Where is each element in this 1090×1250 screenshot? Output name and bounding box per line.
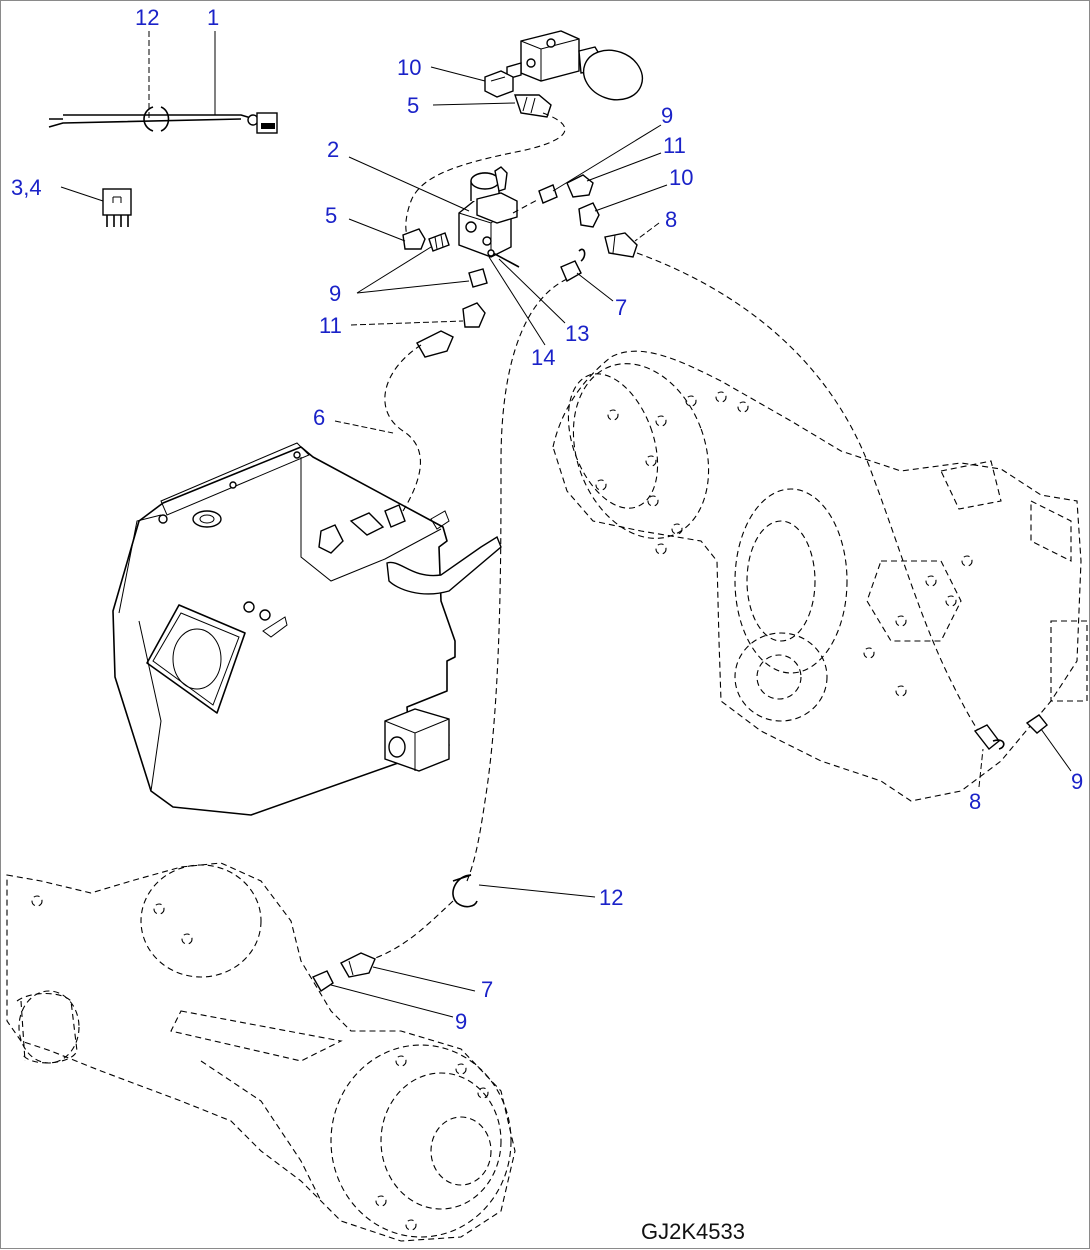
front-axle-fitting: [312, 970, 334, 992]
fitting-under-valve: [462, 268, 488, 328]
elbow-fitting-top: [484, 70, 514, 98]
callout-7-bottom: 7: [481, 977, 493, 1002]
elbow-11-right: [566, 174, 594, 198]
callout-9-bottom: 9: [455, 1009, 467, 1034]
callout-1: 1: [207, 5, 219, 30]
accumulator-assembly: [506, 30, 644, 101]
front-hose-end: [340, 952, 376, 978]
callout-labels: 1 12 3,4 10 5 2 5 9 11 10 8 9 11 7 13 14…: [11, 5, 1083, 1034]
callout-12-bottom: 12: [599, 885, 623, 910]
callout-10-right: 10: [669, 165, 693, 190]
drawing-number: GJ2K4533: [641, 1219, 745, 1244]
hose-fitting-top: [514, 94, 552, 118]
front-axle: [6, 862, 516, 1242]
callout-6: 6: [313, 405, 325, 430]
hose-clamp-bottom: [452, 874, 478, 908]
hose-end-left: [416, 330, 454, 358]
fitting-9-right: [538, 184, 558, 204]
callout-5-top: 5: [407, 93, 419, 118]
hose-end-8-top: [604, 232, 638, 258]
callout-14: 14: [531, 345, 555, 370]
hose-routes: [360, 112, 986, 964]
callout-3-4: 3,4: [11, 175, 42, 200]
rear-hose-end: [973, 724, 1005, 750]
callout-5-left: 5: [325, 203, 337, 228]
rear-axle-transmission: [552, 350, 1088, 802]
callout-11-right: 11: [663, 133, 686, 158]
harness-clamp: [143, 106, 170, 132]
fitting-5-left: [402, 228, 426, 250]
callout-12-top: 12: [135, 5, 159, 30]
leader-lines: [60, 31, 1072, 1018]
hydraulic-tank: [112, 442, 502, 816]
brake-valve: [458, 166, 518, 258]
wiring-harness: [48, 112, 278, 134]
callout-13: 13: [565, 321, 589, 346]
bolt-13-14: [487, 249, 520, 268]
relay: [102, 188, 132, 227]
callout-7-top: 7: [615, 295, 627, 320]
callout-9-far: 9: [1071, 769, 1083, 794]
elbow-7-top: [560, 248, 586, 282]
callout-2: 2: [327, 137, 339, 162]
callout-11-left: 11: [319, 313, 342, 338]
fitting-9-left: [428, 232, 450, 252]
rear-axle-fitting: [1025, 714, 1048, 734]
callout-9-right: 9: [661, 103, 673, 128]
callout-10-top: 10: [397, 55, 421, 80]
callout-8-top: 8: [665, 207, 677, 232]
tee-10-right: [578, 202, 600, 228]
callout-9-left: 9: [329, 281, 341, 306]
callout-8-bottom: 8: [969, 789, 981, 814]
